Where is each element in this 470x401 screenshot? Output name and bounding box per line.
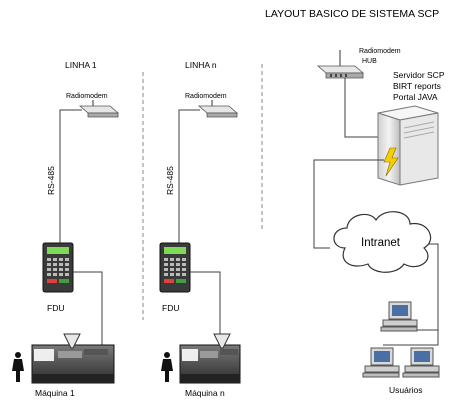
- user-computer-icon: [362, 347, 400, 378]
- server-label-line3: Portal JAVA: [393, 92, 438, 102]
- injection-machine-icon: [31, 333, 115, 384]
- machine-label: Máquina n: [185, 388, 225, 398]
- intranet-users-wire: [383, 330, 439, 346]
- user-computer-icon: [380, 301, 418, 332]
- rs485-label: RS-485: [46, 166, 56, 195]
- server-label-line2: BIRT reports: [393, 81, 441, 91]
- user-computer-icon: [402, 347, 440, 378]
- line-n-modem-label: Radiomodem: [185, 93, 227, 100]
- line-n-group: LINHA n Radiomodem RS-485 FDU: [159, 60, 241, 398]
- radiomodem-icon: [78, 100, 120, 118]
- operator-icon: [161, 352, 173, 382]
- rs485-wire: [178, 109, 200, 243]
- fdu-terminal-icon: [159, 242, 191, 293]
- fdu-terminal-icon: [42, 242, 74, 293]
- machine-wire: [190, 271, 221, 345]
- fdu-label: FDU: [47, 303, 64, 313]
- rs485-label: RS-485: [165, 166, 175, 195]
- intranet-cloud-icon: [333, 211, 432, 273]
- radiomodem-hub-icon: [316, 50, 365, 79]
- server-label-line1: Servidor SCP: [393, 70, 445, 80]
- intranet-users-wire: [400, 243, 439, 331]
- fdu-label: FDU: [162, 303, 179, 313]
- server-intranet-wire: [313, 159, 384, 249]
- machine-label: Máquina 1: [35, 388, 75, 398]
- line-1-title: LINHA 1: [65, 60, 97, 70]
- intranet-label: Intranet: [361, 237, 401, 249]
- hub-server-wire: [344, 78, 378, 138]
- radiomodem-icon: [197, 100, 239, 118]
- rs485-wire: [59, 109, 82, 243]
- hub-label-line2: HUB: [362, 58, 377, 65]
- operator-icon: [12, 352, 24, 382]
- injection-machine-icon: [179, 333, 241, 384]
- machine-wire: [73, 271, 103, 345]
- line-1-group: LINHA 1 Radiomodem RS-485 FDU: [12, 60, 120, 398]
- hub-label-line1: Radiomodem: [359, 48, 401, 55]
- server-icon: [377, 105, 439, 186]
- users-label: Usuários: [389, 385, 423, 395]
- line-n-title: LINHA n: [185, 60, 217, 70]
- diagram-title: LAYOUT BASICO DE SISTEMA SCP: [265, 8, 439, 20]
- line-1-modem-label: Radiomodem: [66, 93, 108, 100]
- lightning-icon: [383, 147, 399, 177]
